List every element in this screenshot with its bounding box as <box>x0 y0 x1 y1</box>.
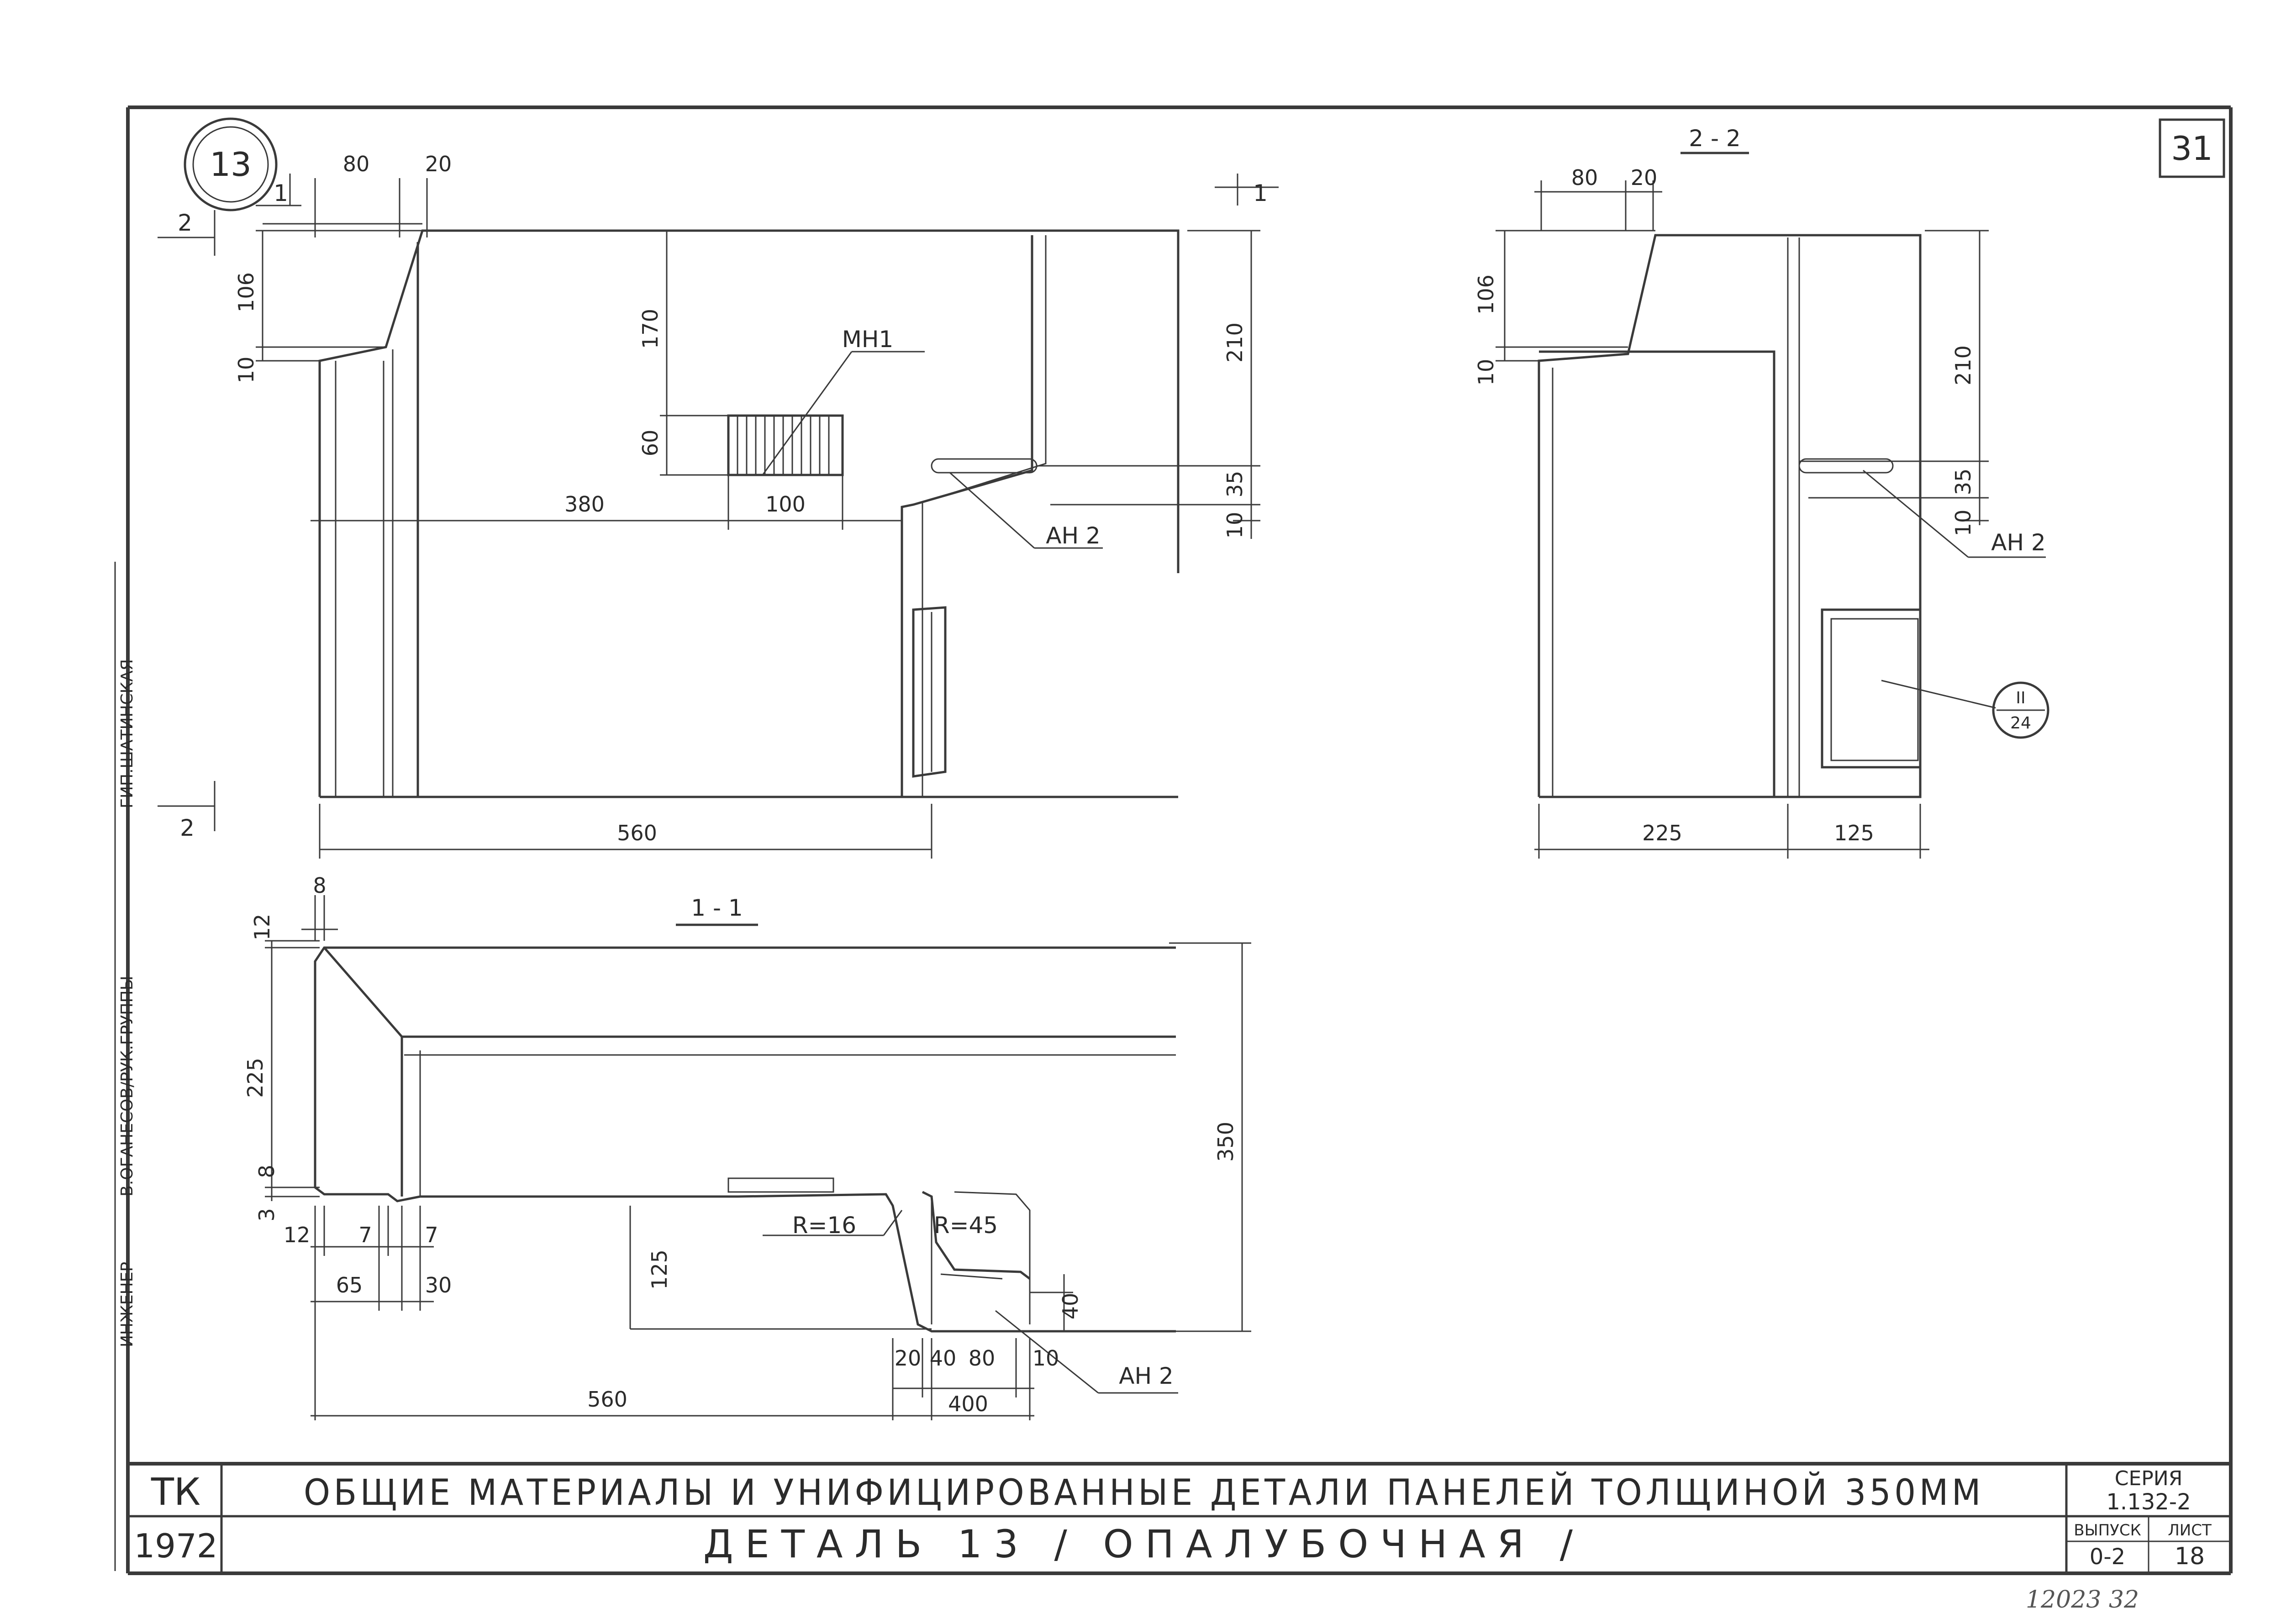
dim-106: 106 <box>234 272 258 312</box>
s11-dim-125: 125 <box>647 1250 672 1290</box>
s11-dim-225: 225 <box>243 1058 268 1098</box>
footnote-number: 12023 32 <box>2026 1586 2139 1613</box>
ref-bubble-top: II <box>2016 689 2025 707</box>
title-main: ОБЩИЕ МАТЕРИАЛЫ И УНИФИЦИРОВАННЫЕ ДЕТАЛИ… <box>304 1471 1984 1513</box>
s11-dim-65: 65 <box>336 1273 363 1297</box>
s11-dim-12: 12 <box>250 914 274 941</box>
title-year: 1972 <box>134 1527 217 1565</box>
s22-callout-an2: АН 2 <box>1991 529 2046 556</box>
detail-badge-number: 13 <box>210 145 252 184</box>
s11-callout-an2: АН 2 <box>1119 1363 1174 1389</box>
s22-dim-80: 80 <box>1571 165 1598 190</box>
s11-dim-400: 400 <box>948 1392 988 1416</box>
dim-35: 35 <box>1222 471 1247 498</box>
dim-560: 560 <box>617 821 657 845</box>
callout-r45: R=45 <box>934 1212 998 1239</box>
stamp-group-lead: В.ОГАНЕСОВ/РУК.ГРУППЫ <box>118 976 137 1197</box>
cut-1-left: 1 <box>274 180 288 206</box>
s11-dim-560: 560 <box>587 1387 627 1412</box>
dim-80: 80 <box>343 152 370 176</box>
dim-100: 100 <box>765 492 806 517</box>
s11-dim-7b: 7 <box>425 1223 438 1247</box>
section-2-2-title: 2 - 2 <box>1689 125 1740 152</box>
sheet-number: 31 <box>2171 129 2213 168</box>
section-1-1: 1 - 1 8 12 225 8 3 12 7 7 65 30 125 350 … <box>243 873 1251 1420</box>
s22-dim-35: 35 <box>1951 469 1975 496</box>
stamp-engineer: ИНЖЕНЕР <box>118 1262 137 1347</box>
sheet-value: 18 <box>2175 1543 2205 1570</box>
series-value: 1.132-2 <box>2106 1489 2191 1515</box>
s11-dim-20: 20 <box>895 1346 922 1371</box>
s11-dim-80: 80 <box>969 1346 996 1371</box>
callout-mn1: МН1 <box>842 326 894 353</box>
s22-dim-20: 20 <box>1631 165 1658 190</box>
section-2-2: 2 - 2 80 20 106 10 210 35 10 225 125 АН … <box>1474 125 2049 859</box>
detail-badge: 13 <box>184 117 278 211</box>
s11-dim-8b: 8 <box>254 1165 279 1178</box>
dim-170: 170 <box>638 309 663 349</box>
callout-r16: R=16 <box>792 1212 856 1239</box>
s11-dim-350: 350 <box>1213 1122 1238 1162</box>
ref-bubble-bottom: 24 <box>2010 714 2031 733</box>
side-stamp: ИНЖЕНЕР В.ОГАНЕСОВ/РУК.ГРУППЫ ГИП.ШАТИНС… <box>118 659 137 1347</box>
dim-20: 20 <box>425 152 452 176</box>
dim-380: 380 <box>564 492 605 517</box>
s11-dim-12b: 12 <box>284 1223 311 1247</box>
s11-dim-30: 30 <box>425 1273 452 1297</box>
s11-dim-7: 7 <box>358 1223 372 1247</box>
dim-60: 60 <box>638 430 663 457</box>
s22-dim-106: 106 <box>1474 274 1498 315</box>
s22-dim-10b: 10 <box>1951 510 1975 537</box>
title-subtitle: ДЕТАЛЬ 13 / ОПАЛУБОЧНАЯ / <box>703 1522 1585 1566</box>
dim-10b: 10 <box>1222 512 1247 539</box>
main-elevation: 80 20 106 10 170 60 380 100 210 35 10 56… <box>158 152 1279 859</box>
dim-10: 10 <box>234 357 258 384</box>
s11-dim-3: 3 <box>254 1208 279 1221</box>
s11-dim-10: 10 <box>1033 1346 1059 1371</box>
series-label: СЕРИЯ <box>2115 1467 2183 1490</box>
cut-1-top: 1 <box>1253 180 1268 206</box>
cut-2-bottom: 2 <box>180 815 195 841</box>
issue-value: 0-2 <box>2090 1544 2125 1570</box>
s22-dim-225: 225 <box>1642 821 1682 845</box>
title-org: ТК <box>151 1471 200 1514</box>
s11-dim-40v: 40 <box>1058 1293 1083 1320</box>
s22-dim-10: 10 <box>1474 359 1498 386</box>
dim-210: 210 <box>1222 322 1247 363</box>
s22-dim-210: 210 <box>1951 345 1975 385</box>
sheet-label: ЛИСТ <box>2168 1521 2212 1540</box>
cut-2-top: 2 <box>178 210 192 236</box>
s22-dim-125: 125 <box>1834 821 1874 845</box>
s11-dim-40: 40 <box>930 1346 957 1371</box>
sheet-frame <box>126 105 2233 1575</box>
section-1-1-title: 1 - 1 <box>691 895 743 921</box>
stamp-chief: ГИП.ШАТИНСКАЯ <box>118 659 137 808</box>
issue-label: ВЫПУСК <box>2074 1521 2141 1540</box>
callout-an2: АН 2 <box>1046 522 1101 549</box>
s11-dim-8: 8 <box>313 873 326 898</box>
